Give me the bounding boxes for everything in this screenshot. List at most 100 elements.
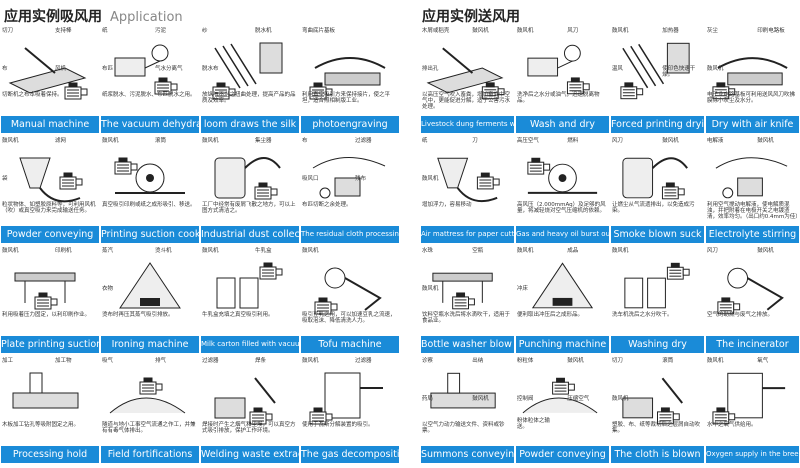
illustration-label: 烫斗机 <box>155 248 172 254</box>
application-caption: Air mattress for paper cutting machine <box>421 226 514 243</box>
application-illustration <box>103 248 197 334</box>
application-illustration <box>3 138 97 224</box>
illustration-label: 焊接时产生之烟气和尘埃，可以真空方式吸引排放，保护工作环境。 <box>202 422 296 434</box>
illustration-label: 利用空气搅动电解液，使电解质混浊，并把附着在电极开关之电镀渣清，效率均匀。（出口… <box>707 202 800 220</box>
illustration-label: 温风 <box>611 66 623 72</box>
application-caption: The vacuum dehydration <box>101 116 199 133</box>
illustration-label: 电解液 <box>706 138 724 144</box>
illustration-label: 鼓风机 <box>706 66 724 72</box>
application-illustration <box>3 358 97 444</box>
application-illustration <box>103 358 197 444</box>
illustration-label: 压缩空气 <box>567 396 590 402</box>
application-illustration <box>518 358 607 444</box>
illustration-label: 切刀 <box>611 358 623 364</box>
application-illustration <box>103 138 197 224</box>
illustration-label: 滚筒 <box>662 358 674 364</box>
illustration-label: 药局 <box>421 396 433 402</box>
illustration-label: 布 <box>2 66 8 72</box>
illustration-label: 蒸汽 <box>102 248 114 254</box>
illustration-label: 便利取出冲压后之成形品。 <box>517 312 584 318</box>
illustration-label: 以空气力动力输送文件、资料或钞票。 <box>422 422 505 434</box>
application-card: 鼓风机成品冲床便利取出冲压后之成形品。Punching machine <box>515 246 610 356</box>
illustration-label: 过滤器 <box>202 358 219 364</box>
illustration-label: 排出孔 <box>421 66 439 72</box>
illustration-label: 牛乳盒 <box>255 248 272 254</box>
application-illustration <box>303 28 397 114</box>
application-illustration <box>423 248 512 334</box>
application-card: 粉粒体鼓风机控制阀压缩空气粉体粒体之输送。Powder conveying <box>515 356 610 466</box>
illustration-label: 鼓风机 <box>2 248 19 254</box>
illustration-label: 鼓风机 <box>706 358 724 364</box>
illustration-label: 气水分离气 <box>155 66 183 72</box>
application-illustration <box>613 28 702 114</box>
application-illustration <box>3 28 97 114</box>
illustration-label: 布匹切断之余处理。 <box>302 202 352 208</box>
illustration-label: 切断机之布本吸着保持。 <box>2 92 63 98</box>
illustration-label: 粉体粒体之输送。 <box>516 418 550 430</box>
illustration-label: 衣物 <box>102 286 114 292</box>
application-card: 水珠空瓶鼓风机饮料空瓶水洗后将水滴吹干，适用于食品业。Bottle washer… <box>420 246 515 356</box>
illustration-label: 印刷机 <box>55 248 72 254</box>
application-illustration <box>708 358 797 444</box>
application-card: 鼓风机吸引豆乳之用，可以加速豆乳之流速，吸取泡沫、降低清洗人力。Tofu mac… <box>300 246 400 356</box>
illustration-label: 鼓风机 <box>611 28 629 34</box>
illustration-label: 灰尘 <box>706 28 718 34</box>
application-card: 鼓风机风刀洗净后之水分或油气，迅速脱离物品。Wash and dry <box>515 26 610 136</box>
illustration-label: 氧气 <box>757 358 769 364</box>
application-illustration <box>708 28 797 114</box>
illustration-label: 吸风口 <box>302 176 319 182</box>
application-illustration <box>518 138 607 224</box>
application-illustration <box>203 358 297 444</box>
application-illustration <box>203 248 297 334</box>
illustration-label: 加热器 <box>662 28 679 34</box>
illustration-label: 塑胶、布、纸等裁切后之层屑自动吹集。 <box>612 422 701 434</box>
illustration-label: 脱水机 <box>255 28 272 34</box>
application-illustration <box>613 358 702 444</box>
illustration-label: 鼓风机 <box>421 176 439 182</box>
illustration-label: 纸 <box>421 138 428 144</box>
application-caption: Industrial dust collection <box>201 226 299 243</box>
illustration-label: 布匹 <box>102 66 114 72</box>
application-card: 风刀鼓风机空气的助燃与废气之排放。The incinerator <box>705 246 800 356</box>
illustration-label: 水中之氧气供给用。 <box>707 422 757 428</box>
illustration-label: 风刀 <box>611 138 623 144</box>
illustration-label: 粉粒体 <box>516 358 534 364</box>
application-caption: Livestock dung ferments with gas <box>421 116 514 133</box>
illustration-label: 鼓风机 <box>2 138 19 144</box>
application-card: 纸污泥布匹气水分离气纸浆脱水、污泥脱水、布匹脱水之用。The vacuum de… <box>100 26 200 136</box>
application-illustration <box>203 28 297 114</box>
application-card: 鼓风机集尘器工厂中经常有废屑飞散之地方，可以上图方式清洁之。Industrial… <box>200 136 300 246</box>
illustration-label: 烫布时再压其蒸气吸引排放。 <box>102 312 174 318</box>
illustration-label: 饮料空瓶水洗后将水滴吹干，适用于食品业。 <box>422 312 511 324</box>
illustration-label: 鼓风机 <box>611 396 629 402</box>
illustration-label: 洗车机洗后之水分吹干。 <box>612 312 673 318</box>
illustration-label: 电子业电路基板可利用送风风刀吹拂膜除小灰尘及水分。 <box>707 92 796 104</box>
illustration-label: 水珠 <box>421 248 433 254</box>
title-cn: 应用实例送风用 <box>422 9 520 25</box>
application-caption: Field fortifications <box>101 446 199 463</box>
application-caption: Oxygen supply in the breeding pond <box>706 446 799 463</box>
suction-grid: 切刀支持棒布风机切断机之布本吸着保持。Manual machine 纸污泥布匹气… <box>0 26 400 466</box>
application-illustration <box>518 28 607 114</box>
application-card: 切刀支持棒布风机切断机之布本吸着保持。Manual machine <box>0 26 100 136</box>
illustration-label: 吸气 <box>102 358 114 364</box>
illustration-label: 诊察 <box>421 358 433 364</box>
illustration-label: 鼓风机 <box>611 248 629 254</box>
illustration-label: 过滤器 <box>355 138 372 144</box>
illustration-label: 支持棒 <box>55 28 72 34</box>
illustration-label: 粒状物体、如塑胶原料等，可利用风机（吹）或真空吸力来完成输送任务。 <box>2 202 96 214</box>
application-caption: Ironing machine <box>101 336 199 353</box>
application-caption: Milk carton filled with vacuum <box>201 336 299 353</box>
application-card: 弯曲底片基板利用真空吸引方来保持接片，使之平坦，适合照相制版工业。photoen… <box>300 26 400 136</box>
application-card: 布过滤器吸风口残布布匹切断之余处理。The residual cloth pro… <box>300 136 400 246</box>
application-card: 蒸汽 烫斗机衣物烫布时再压其蒸气吸引排放。 Ironing machine <box>100 246 200 356</box>
application-caption: Washing dry <box>611 336 704 353</box>
illustration-label: 鼓风机 <box>421 286 439 292</box>
application-illustration <box>708 138 797 224</box>
application-caption: Manual machine <box>1 116 99 133</box>
application-card: 纱脱水机脱水布放纵与不当之扭曲处理，提高产品的品质及效率。loom draws … <box>200 26 300 136</box>
illustration-label: 洗净后之水分或油气，迅速脱离物品。 <box>517 92 600 104</box>
illustration-label: 利用吸着压力固定，以利印刷作业。 <box>2 312 91 318</box>
illustration-label: 放纵与不当之扭曲处理，提高产品的品质及效率。 <box>202 92 296 104</box>
